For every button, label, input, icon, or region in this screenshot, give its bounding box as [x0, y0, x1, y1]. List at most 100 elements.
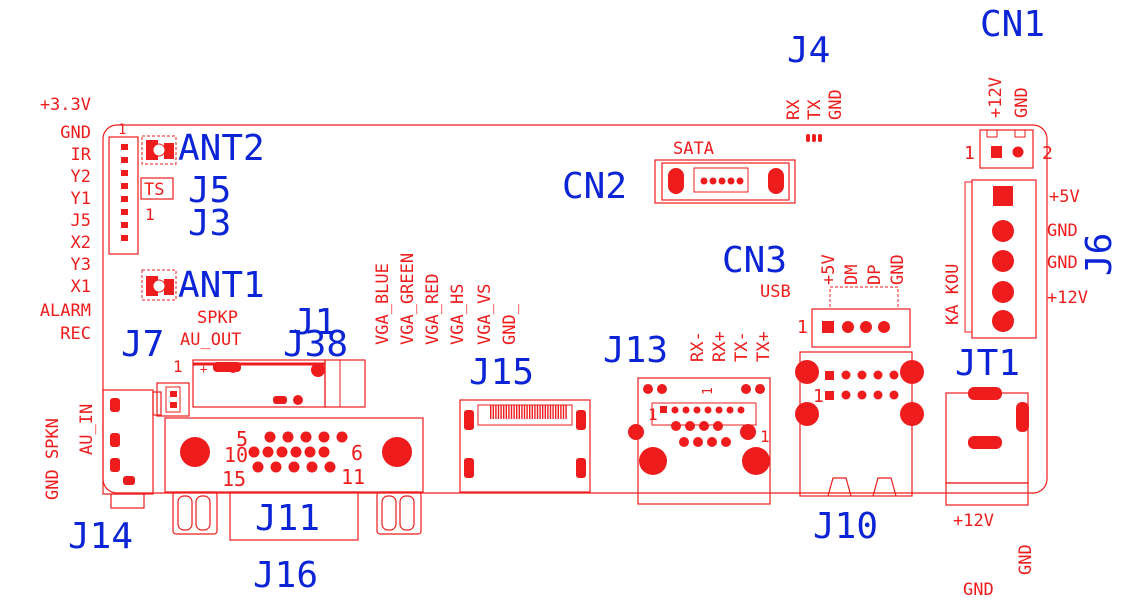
- fpc-pin-pad: [518, 405, 520, 419]
- fpc-pin-pad: [544, 405, 546, 419]
- j13-pin1b-label: 1: [760, 427, 770, 446]
- vga-pin15-label: 15: [222, 467, 246, 491]
- j13-pin1c-label: 1: [701, 387, 716, 395]
- vga-green-label: VGA_GREEN: [398, 253, 418, 345]
- j3-pin1-label: 1: [118, 122, 126, 138]
- fpc-pin-pad: [521, 405, 523, 419]
- j7-connector: [156, 382, 190, 417]
- j7-designator: J7: [121, 324, 164, 365]
- j13-designator: J13: [603, 330, 668, 371]
- ts-label: TS: [144, 180, 164, 200]
- j11-designator: J11: [255, 498, 320, 539]
- fpc-pin-pad: [562, 405, 565, 419]
- vga-pin-pad: [324, 461, 336, 473]
- j1-designator: J1: [293, 302, 336, 343]
- j6-5v-label: +5V: [1049, 187, 1080, 207]
- jt1-12v-label: +12V: [953, 511, 994, 531]
- j3-pin1b-label: 1: [145, 205, 155, 224]
- label-j5: J5: [71, 211, 91, 231]
- cn3-pin-labels: +5V DM DP GND: [819, 254, 908, 285]
- vga-vs-label: VGA_VS: [475, 284, 495, 345]
- fpc-pin-pad: [495, 405, 497, 419]
- label-y3: Y3: [71, 255, 91, 275]
- j6-gnd2-label: GND: [1047, 253, 1078, 273]
- vga-pin-pad: [248, 446, 260, 458]
- j1-pin1-label: 1: [173, 357, 183, 376]
- fpc-pin-pad: [516, 405, 518, 419]
- vga-pin-pad: [290, 446, 302, 458]
- label-y1: Y1: [71, 189, 91, 209]
- board-outline: [102, 124, 1048, 494]
- gnd-spkn-label: GND SPKN: [43, 418, 63, 500]
- cn3-pin1-label: 1: [797, 317, 808, 338]
- j10-pin1-label: 1: [813, 386, 824, 407]
- fpc-pin-pad: [523, 405, 526, 419]
- vga-pin-labels: VGA_BLUE VGA_GREEN VGA_RED VGA_HS VGA_VS…: [373, 253, 520, 345]
- au-in-label: AU_IN: [77, 404, 97, 455]
- j1-connector: 1 +: [173, 357, 366, 408]
- j6-12v-label: +12V: [1047, 288, 1088, 308]
- cn3-gnd-label: GND: [888, 254, 908, 285]
- fpc-pin-pad: [547, 405, 549, 419]
- j4-rx-label: RX: [784, 99, 804, 120]
- j10-usb-connector: 1: [795, 351, 924, 497]
- j13-rxp-label: RX+: [710, 331, 730, 362]
- label-gnd: GND: [60, 123, 91, 143]
- label-x1: X1: [71, 277, 91, 297]
- jt1-designator: JT1: [955, 343, 1020, 384]
- vga-red-label: VGA_RED: [423, 273, 443, 345]
- j14-audio-jack: [102, 389, 162, 509]
- j38-designator: J38: [283, 324, 348, 365]
- j1-plus-mark: +: [200, 362, 207, 376]
- cn3-dm-label: DM: [842, 265, 862, 285]
- vga-pin-pad: [318, 446, 330, 458]
- j6-connector: [964, 179, 1037, 339]
- spkp-label: SPKP: [197, 308, 238, 328]
- jt1-gnd-label: GND: [963, 580, 994, 600]
- label-y2: Y2: [71, 167, 91, 187]
- j3-pin-labels: +3.3V GND IR Y2 Y1 J5 X2 Y3 X1 ALARM REC: [40, 95, 92, 344]
- cn1-pin1-label: 1: [964, 143, 975, 164]
- cn3-connector: 1: [797, 286, 911, 348]
- ant2-connector: [141, 135, 177, 165]
- label-rec: REC: [60, 324, 91, 344]
- jt1-gnd-rot-label: GND: [1016, 544, 1036, 575]
- fpc-pin-pad: [536, 405, 539, 419]
- j4-gnd-label: GND: [826, 89, 846, 120]
- fpc-pin-pad: [492, 405, 494, 419]
- fpc-pin-pad: [534, 405, 536, 419]
- cn2-sata-connector: [654, 159, 796, 204]
- vga-pin-pad: [252, 461, 264, 473]
- sata-label: SATA: [673, 139, 714, 159]
- j13-pin-labels: RX- RX+ TX- TX+: [688, 331, 774, 362]
- label-alarm: ALARM: [40, 301, 91, 321]
- j5-designator: J5: [188, 170, 231, 211]
- ts-box: [140, 177, 174, 200]
- j6-gnd1-label: GND: [1047, 221, 1078, 241]
- vga-pin-pad: [276, 446, 288, 458]
- fpc-pin-pad: [500, 405, 502, 419]
- cn3-dp-label: DP: [865, 265, 885, 285]
- fpc-pin-pad: [531, 405, 533, 419]
- fpc-pin-pad: [510, 405, 513, 419]
- j11-vga-connector: 5 6 10 11 15: [164, 417, 424, 541]
- vga-pin-pad: [282, 431, 294, 443]
- usb-label: USB: [760, 282, 791, 302]
- cn3-designator: CN3: [722, 240, 787, 281]
- cn1-connector: 1 2: [964, 129, 1053, 169]
- j4-designator: J4: [787, 30, 830, 71]
- j15-fpc-connector: [459, 399, 591, 493]
- jt1-dc-jack: [945, 387, 1029, 506]
- fpc-pin-pad: [508, 405, 510, 419]
- fpc-pin-pad: [560, 405, 562, 419]
- vga-pin6-label: 6: [351, 441, 363, 465]
- fpc-pin-pad: [529, 405, 531, 419]
- au-out-label: AU_OUT: [180, 330, 241, 350]
- j13-pin1a-label: 1: [648, 405, 658, 424]
- vga-pin-pad: [270, 461, 282, 473]
- cn1-12v-label: +12V: [986, 77, 1006, 118]
- fpc-pin-pad: [490, 405, 492, 419]
- ant1-designator: ANT1: [178, 265, 265, 306]
- fpc-pin-pad: [513, 405, 515, 419]
- j14-designator: J14: [68, 516, 133, 557]
